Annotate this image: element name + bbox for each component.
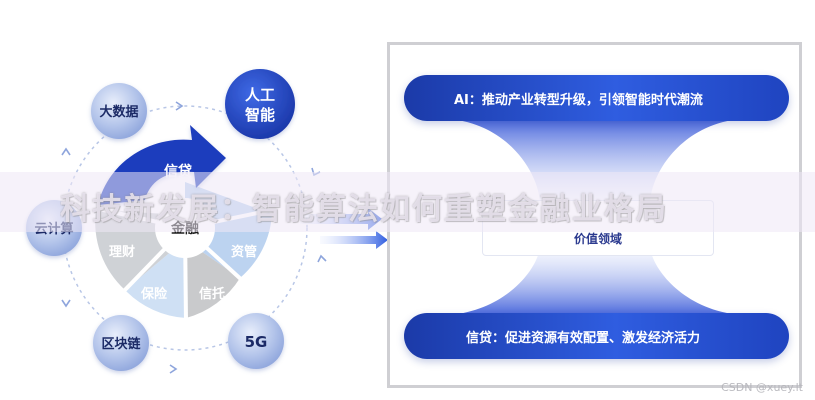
node-ai[interactable]: 人工 智能 (225, 69, 295, 139)
watermark: CSDN @xuey.lt (721, 381, 803, 394)
node-blockchain[interactable]: 区块链 (93, 315, 149, 371)
node-5g[interactable]: 5G (228, 313, 284, 369)
node-5g-label: 5G (245, 333, 268, 351)
hourglass-graphic (450, 119, 740, 315)
segment-label-trust: 信托 (199, 286, 225, 302)
node-bigdata[interactable]: 大数据 (91, 83, 147, 139)
title-band (0, 172, 815, 232)
node-ai-line1: 人工 (245, 86, 275, 104)
node-bigdata-label: 大数据 (99, 104, 138, 120)
ai-pill: AI：推动产业转型升级，引领智能时代潮流 (404, 75, 789, 121)
segment-trust[interactable] (185, 240, 240, 318)
segment-label-insurance: 保险 (140, 286, 168, 302)
node-ai-line2: 智能 (245, 106, 275, 124)
page-title: 科技新发展：智能算法如何重塑金融业格局 (60, 192, 668, 224)
segment-label-wealth-mgmt: 资管 (231, 244, 257, 260)
segment-label-wealth-products: 理财 (109, 244, 135, 260)
flow-arrow-bottom (320, 231, 388, 249)
node-blockchain-label: 区块链 (101, 336, 141, 352)
credit-pill: 信贷：促进资源有效配置、激发经济活力 (404, 313, 789, 359)
segment-insurance[interactable] (125, 240, 186, 318)
